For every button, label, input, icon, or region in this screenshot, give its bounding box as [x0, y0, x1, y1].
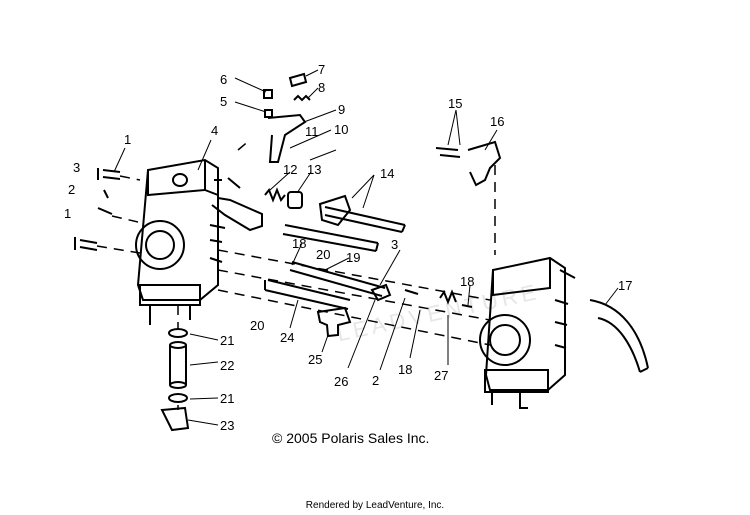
alignment-lines — [96, 139, 496, 410]
callout-23: 23 — [220, 418, 234, 433]
callout-12: 12 — [283, 162, 297, 177]
callout-3a: 3 — [73, 160, 80, 175]
callout-13: 13 — [307, 162, 321, 177]
mounting-screws — [74, 147, 461, 251]
callout-27: 27 — [434, 368, 448, 383]
linkage-parts — [370, 283, 473, 308]
callout-11: 11 — [305, 124, 319, 139]
callout-labels: 1 1 2 2 3 3 4 5 6 7 8 9 10 11 12 13 14 1… — [64, 62, 632, 433]
callout-2b: 2 — [372, 373, 379, 388]
cam-plate — [318, 194, 352, 227]
callout-21a: 21 — [220, 333, 234, 348]
callout-18c: 18 — [398, 362, 412, 377]
callout-4: 4 — [211, 123, 218, 138]
callout-6: 6 — [220, 72, 227, 87]
callout-17: 17 — [618, 278, 632, 293]
right-carburetor-body — [479, 256, 576, 409]
callout-25: 25 — [308, 352, 322, 367]
callout-3b: 3 — [391, 237, 398, 252]
callout-22: 22 — [220, 358, 234, 373]
callout-9: 9 — [338, 102, 345, 117]
rendered-by-footer: Rendered by LeadVenture, Inc. — [305, 500, 445, 511]
callout-18a: 18 — [292, 236, 306, 251]
callout-15: 15 — [448, 96, 462, 111]
callout-8: 8 — [318, 80, 325, 95]
callout-21b: 21 — [220, 391, 234, 406]
callout-14: 14 — [380, 166, 394, 181]
fuel-hose-17 — [589, 299, 649, 373]
callout-1a: 1 — [124, 132, 131, 147]
callout-1b: 1 — [64, 206, 71, 221]
callout-20a: 20 — [316, 247, 330, 262]
callout-5: 5 — [220, 94, 227, 109]
callout-16: 16 — [490, 114, 504, 129]
top-bracket — [263, 72, 311, 163]
cable-bracket — [467, 140, 502, 187]
callout-20b: 20 — [250, 318, 264, 333]
callout-10: 10 — [334, 122, 348, 137]
callout-2a: 2 — [68, 182, 75, 197]
callout-18b: 18 — [460, 274, 474, 289]
callout-26: 26 — [334, 374, 348, 389]
copyright-notice: © 2005 Polaris Sales Inc. — [272, 430, 430, 446]
rods — [264, 206, 406, 310]
fuel-tee-assembly — [160, 328, 190, 432]
callout-24: 24 — [280, 330, 294, 345]
left-carburetor-body — [135, 158, 263, 325]
leader-lines — [113, 69, 619, 426]
tee-fitting-25 — [316, 306, 352, 338]
spring-and-bushing — [264, 187, 303, 209]
callout-7: 7 — [318, 62, 325, 77]
callout-19: 19 — [346, 250, 360, 265]
